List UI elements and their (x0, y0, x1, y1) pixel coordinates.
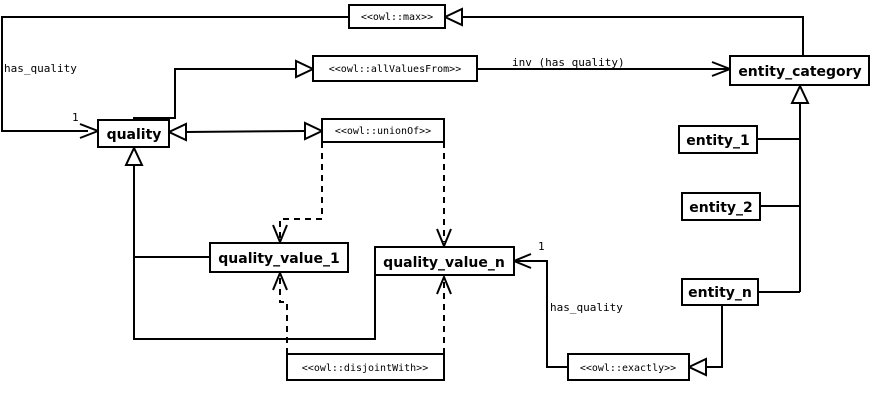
exactly-triangle-icon (686, 357, 707, 377)
exactly-to-valuen-line (514, 260, 568, 368)
stereotype-disjointwith[interactable]: <<owl::disjointWith>> (286, 353, 445, 381)
disjoint-to-value1-dash (279, 276, 288, 354)
stereotype-allvaluesfrom-label: <<owl::allValuesFrom>> (329, 64, 461, 75)
entityn-to-exactly-line (706, 305, 723, 368)
quality-to-allvaluesfrom-line (133, 68, 296, 120)
allvaluesfrom-triangle-icon (295, 59, 316, 79)
max-to-quality-line (1, 16, 349, 132)
edge-label-has-quality-left: has_quality (4, 62, 77, 75)
class-quality-value-1[interactable]: quality_value_1 (209, 242, 349, 273)
class-quality-label: quality (107, 127, 162, 143)
edge-label-has-quality-bottom: has_quality (550, 301, 623, 314)
quality-bottom-triangle-icon (124, 145, 144, 166)
class-quality-value-n-label: quality_value_n (383, 255, 505, 271)
stereotype-exactly[interactable]: <<owl::exactly>> (567, 353, 690, 381)
class-entity-n-label: entity_n (688, 285, 752, 301)
stereotype-allvaluesfrom[interactable]: <<owl::allValuesFrom>> (312, 55, 478, 82)
quality-left-triangle-icon (166, 122, 187, 142)
class-entity-category-label: entity_category (738, 64, 861, 80)
edge-label-inv-has-quality: inv (has_quality) (512, 56, 625, 69)
stereotype-unionof-label: <<owl::unionOf>> (335, 126, 431, 137)
multiplicity-quality: 1 (72, 111, 79, 124)
value1-to-quality-line (133, 165, 210, 258)
class-quality-value-1-label: quality_value_1 (218, 251, 339, 267)
unionof-triangle-icon (304, 121, 325, 141)
class-entity-n[interactable]: entity_n (681, 278, 759, 306)
class-entity-category[interactable]: entity_category (729, 55, 870, 86)
class-entity-1[interactable]: entity_1 (678, 125, 758, 154)
valuen-to-quality-line (133, 257, 376, 340)
category-bottom-triangle-icon (790, 83, 810, 104)
stereotype-unionof[interactable]: <<owl::unionOf>> (321, 118, 445, 143)
class-quality[interactable]: quality (97, 119, 170, 148)
stereotype-exactly-label: <<owl::exactly>> (580, 363, 676, 374)
class-entity-2-label: entity_2 (689, 200, 753, 216)
stereotype-disjointwith-label: <<owl::disjointWith>> (302, 363, 428, 374)
stereotype-max[interactable]: <<owl::max>> (348, 4, 446, 29)
class-entity-1-label: entity_1 (686, 133, 750, 149)
multiplicity-value-n: 1 (538, 240, 545, 253)
stereotype-max-label: <<owl::max>> (361, 12, 433, 23)
max-triangle-icon (442, 7, 463, 27)
unionof-to-quality-line (184, 130, 307, 133)
valuen-bottom-open-arrow-icon (436, 274, 452, 295)
max-to-category-line (462, 16, 804, 56)
class-quality-value-n[interactable]: quality_value_n (374, 246, 515, 276)
class-entity-2[interactable]: entity_2 (681, 192, 761, 221)
unionof-to-value1-dash (279, 142, 323, 240)
